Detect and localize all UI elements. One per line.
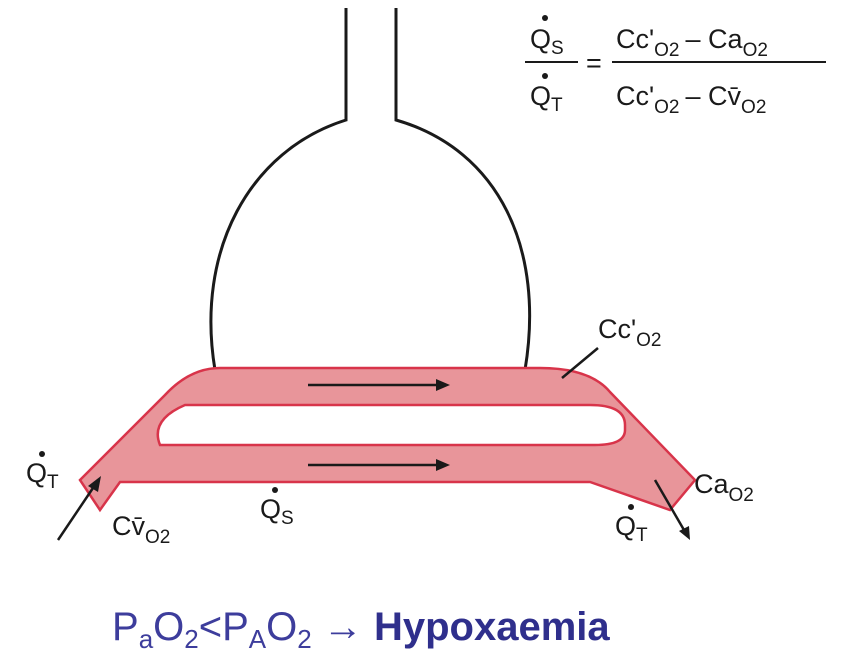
eq-lhs-num-sub: S: [551, 38, 564, 59]
caption-result: Hypoxaemia: [374, 605, 610, 649]
label-qs: QS: [260, 494, 294, 529]
dot-qt-left: [39, 451, 45, 457]
label-qt-right: QT: [615, 511, 648, 546]
label-cc-o2: Cc'O2: [598, 314, 662, 351]
eq-rhs-num-b-sub: O2: [743, 40, 768, 61]
svg-text:Cc'O2– Cv̄O2: Cc'O2– Cv̄O2: [616, 81, 766, 118]
dot-qt-eq: [542, 73, 548, 79]
dot-qs: [542, 15, 548, 21]
eq-lhs-den-sub: T: [551, 95, 563, 116]
label-qt-left: QT: [26, 458, 59, 493]
eq-lhs-num: Q: [530, 24, 551, 54]
eq-rhs-den-a-sub: O2: [654, 97, 679, 118]
caption: PaO2<PAO2 → Hypoxaemia: [112, 605, 610, 654]
eq-rhs-den-a: Cc': [616, 81, 654, 111]
vessel: [78, 366, 697, 513]
shunt-equation: QS QT = Cc'O2– CaO2 Cc'O2– Cv̄O2: [525, 15, 826, 118]
eq-rhs-den-b-sub: O2: [741, 97, 766, 118]
exit-arrow: [653, 479, 690, 540]
dot-qt-right: [628, 504, 634, 510]
entry-arrow: [56, 476, 101, 541]
eq-equals: =: [586, 48, 602, 78]
svg-text:Cc'O2– CaO2: Cc'O2– CaO2: [616, 24, 768, 61]
flow-arrow-bottom: [308, 459, 450, 471]
label-ca-o2: CaO2: [694, 469, 754, 506]
eq-rhs-num-minus: – Ca: [686, 24, 744, 54]
eq-rhs-den-minus: – Cv̄: [686, 81, 742, 111]
svg-text:QT: QT: [530, 81, 563, 116]
dot-qs-bottom: [272, 487, 278, 493]
eq-rhs-num-a-sub: O2: [654, 40, 679, 61]
eq-rhs-num-a: Cc': [616, 24, 654, 54]
svg-text:QS: QS: [530, 24, 564, 59]
eq-lhs-den: Q: [530, 81, 551, 111]
flow-arrow-top: [308, 379, 450, 391]
cc-o2-leader: [561, 347, 599, 379]
label-cv-o2: Cv̄O2: [112, 511, 170, 548]
alveolus-outline: [209, 8, 532, 371]
